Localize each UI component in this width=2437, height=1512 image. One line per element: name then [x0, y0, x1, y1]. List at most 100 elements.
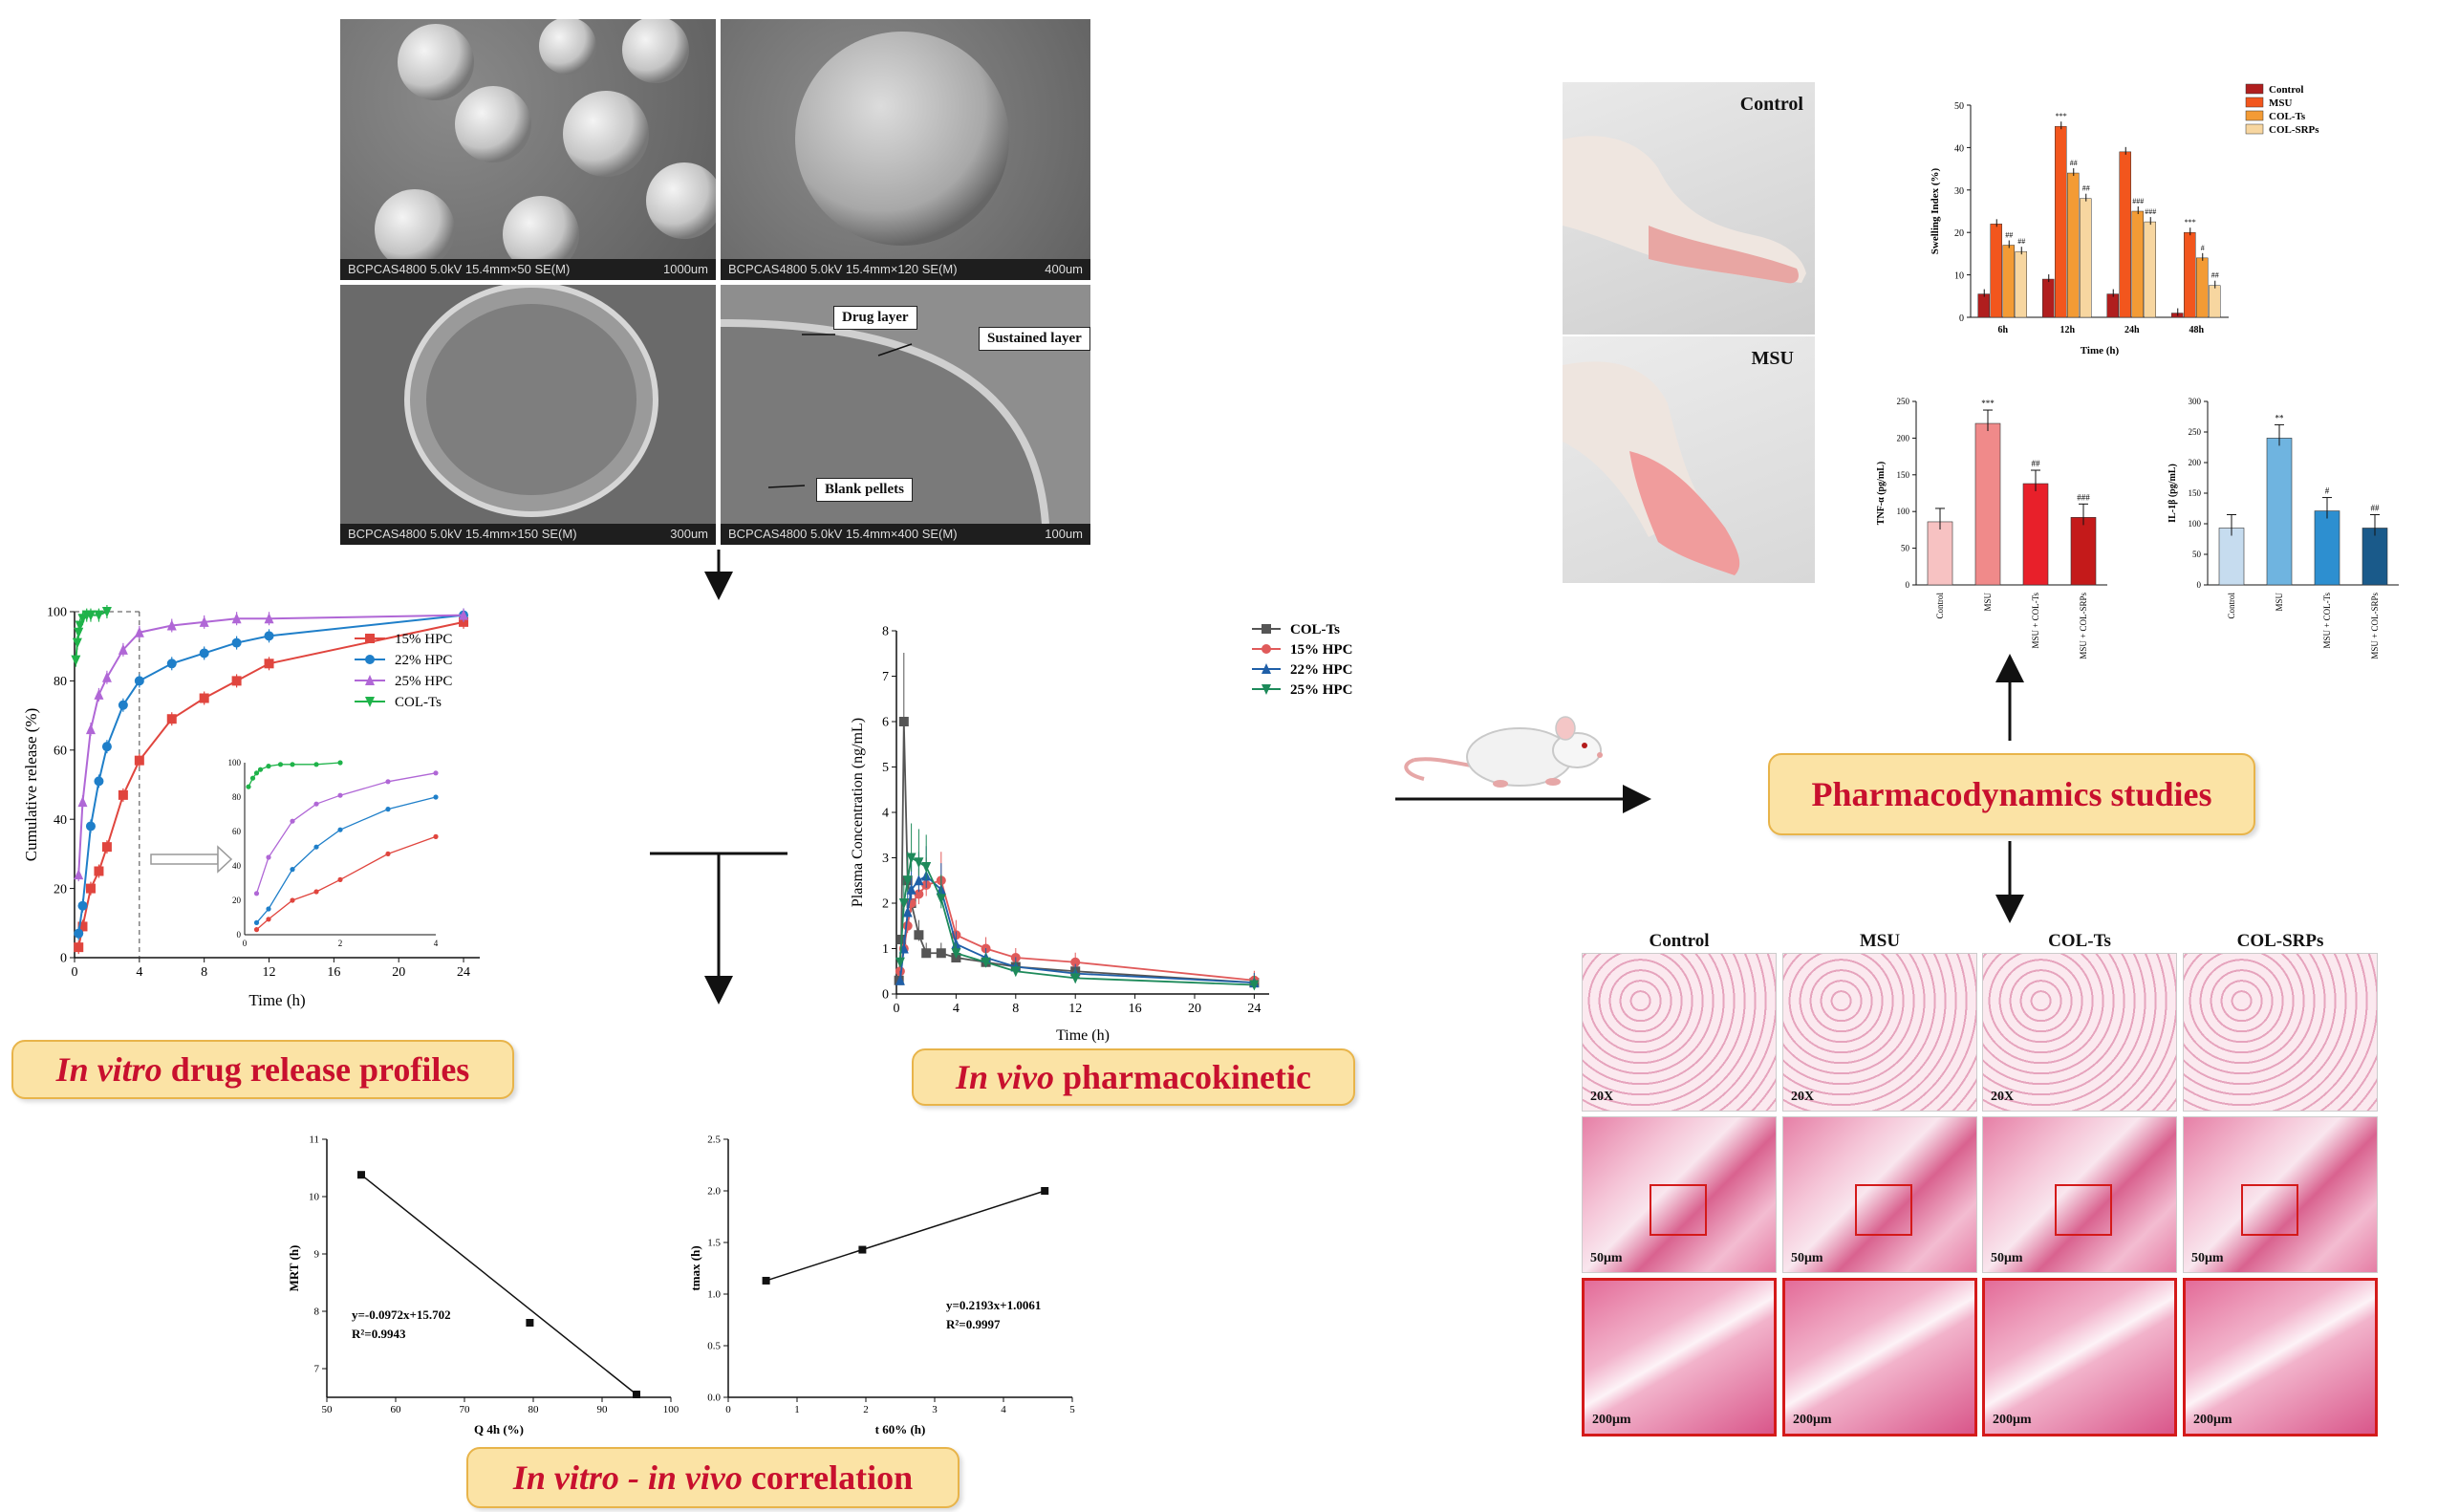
x-tick-label: 4 [953, 1002, 960, 1016]
bar [2362, 528, 2388, 586]
data-point [231, 613, 242, 624]
data-point [633, 1391, 640, 1398]
regression-equation: y=-0.0972x+15.702 [352, 1307, 451, 1322]
bar [2119, 151, 2131, 318]
inset-data-point [313, 801, 319, 807]
drug-layer-label: Drug layer [833, 306, 917, 330]
data-point [101, 842, 112, 853]
x-tick-label: MSU [2275, 593, 2284, 612]
x-tick-label: 50 [322, 1404, 334, 1415]
histology-scale-label: 20X [1590, 1090, 1614, 1104]
x-tick-label: Control [1935, 593, 1945, 619]
x-axis-label: Time (h) [1056, 1027, 1110, 1044]
x-tick-label: 24 [1247, 1002, 1261, 1016]
y-tick-label: 1.5 [707, 1238, 721, 1249]
inset-series [253, 794, 439, 925]
inset-data-point [385, 807, 391, 812]
legend-label: COL-Ts [1290, 622, 1340, 637]
significance-mark: ## [2371, 503, 2381, 512]
sem-panel-3: BCPCAS4800 5.0kV 15.4mm×150 SE(M)300um [340, 285, 716, 545]
bar [2196, 257, 2209, 318]
y-tick-label: 30 [1954, 186, 1964, 197]
y-tick-label: 150 [1897, 470, 1910, 480]
regression-r2: R²=0.9943 [352, 1327, 406, 1341]
data-point [906, 883, 917, 895]
inset-data-point [385, 779, 391, 785]
histology-joint-50um: 50μm [2183, 1116, 2378, 1273]
data-point [914, 889, 924, 899]
x-axis-label: t 60% (h) [875, 1422, 926, 1436]
y-tick-label: 0.0 [707, 1393, 721, 1404]
bar [2144, 221, 2156, 318]
x-axis-label: Q 4h (%) [474, 1422, 524, 1436]
y-tick-label: 100 [1897, 507, 1910, 516]
inset-data-point [385, 851, 391, 856]
y-tick-label: 250 [2189, 427, 2202, 437]
data-point [1070, 957, 1081, 967]
bar [2015, 250, 2027, 318]
inset-data-point [433, 833, 439, 839]
histology-scale-label: 20X [1791, 1090, 1815, 1104]
bar [2070, 517, 2097, 586]
significance-mark: ## [2070, 159, 2078, 167]
data-point [1249, 980, 1260, 991]
y-tick-label: 2 [882, 897, 889, 912]
y-tick-label: 0 [2197, 580, 2202, 590]
y-tick-label: 0 [1906, 580, 1910, 590]
histology-column-title: MSU [1859, 931, 1901, 951]
bar [2209, 285, 2221, 318]
legend-label: 22% HPC [395, 653, 452, 668]
y-tick-label: 1.0 [707, 1289, 721, 1301]
significance-mark: ## [2005, 231, 2013, 240]
zoom-arrow-body [150, 853, 219, 865]
legend-label: 22% HPC [1290, 662, 1352, 678]
legend-swatch [2245, 110, 2264, 121]
in-vivo-pk-label: In vivo pharmacokinetic [912, 1048, 1355, 1106]
histology-scale-label: 200μm [2193, 1413, 2232, 1427]
data-point [231, 637, 242, 648]
data-point [199, 648, 209, 659]
inset-series [246, 760, 343, 789]
pk-series-25-hpc [895, 823, 1260, 991]
significance-mark: ## [2017, 237, 2025, 246]
ivivc-italic-1: In vitro [512, 1458, 619, 1497]
zoom-region-box [1650, 1184, 1707, 1236]
data-point [526, 1319, 534, 1327]
data-point [77, 796, 88, 808]
series-line [77, 620, 464, 948]
sem-footer: BCPCAS4800 5.0kV 15.4mm×150 SE(M)300um [340, 524, 716, 545]
regression-line [360, 1174, 637, 1395]
x-tick-label: 0 [894, 1002, 900, 1016]
data-point [118, 700, 128, 710]
y-tick-label: 80 [54, 675, 67, 689]
x-tick-label: 4 [136, 965, 142, 980]
series-15-hpc [74, 615, 469, 955]
series-line [77, 614, 464, 875]
inset-data-point [290, 867, 295, 873]
significance-mark: ## [2082, 184, 2090, 193]
bar [1974, 422, 2001, 586]
sem-microspheres-image [375, 19, 716, 272]
bar [2080, 198, 2092, 318]
inset-series-line [255, 772, 437, 895]
legend-label: 15% HPC [395, 632, 452, 647]
y-tick-label: 6 [882, 716, 889, 730]
legend-label: 15% HPC [1290, 642, 1352, 658]
legend-label: 25% HPC [395, 674, 452, 689]
data-point [1070, 973, 1081, 984]
inset-data-point [266, 906, 271, 912]
legend-marker [1262, 663, 1271, 674]
y-tick-label: 300 [2189, 397, 2202, 406]
x-tick-label: 12h [2060, 325, 2075, 335]
x-tick-label: 16 [327, 965, 340, 980]
data-point [134, 676, 144, 686]
x-tick-label: 16 [1129, 1002, 1142, 1016]
histology-tissue-20x [2183, 953, 2378, 1112]
pharmacodynamics-text: Pharmacodynamics studies [1811, 775, 2212, 813]
x-tick-label: 12 [1068, 1002, 1082, 1016]
sem-single-pellet-image [795, 32, 1009, 246]
data-point [134, 755, 144, 766]
inset-x-tick-label: 4 [434, 939, 439, 948]
y-tick-label: 100 [2189, 519, 2202, 529]
legend-swatch [2245, 123, 2264, 135]
